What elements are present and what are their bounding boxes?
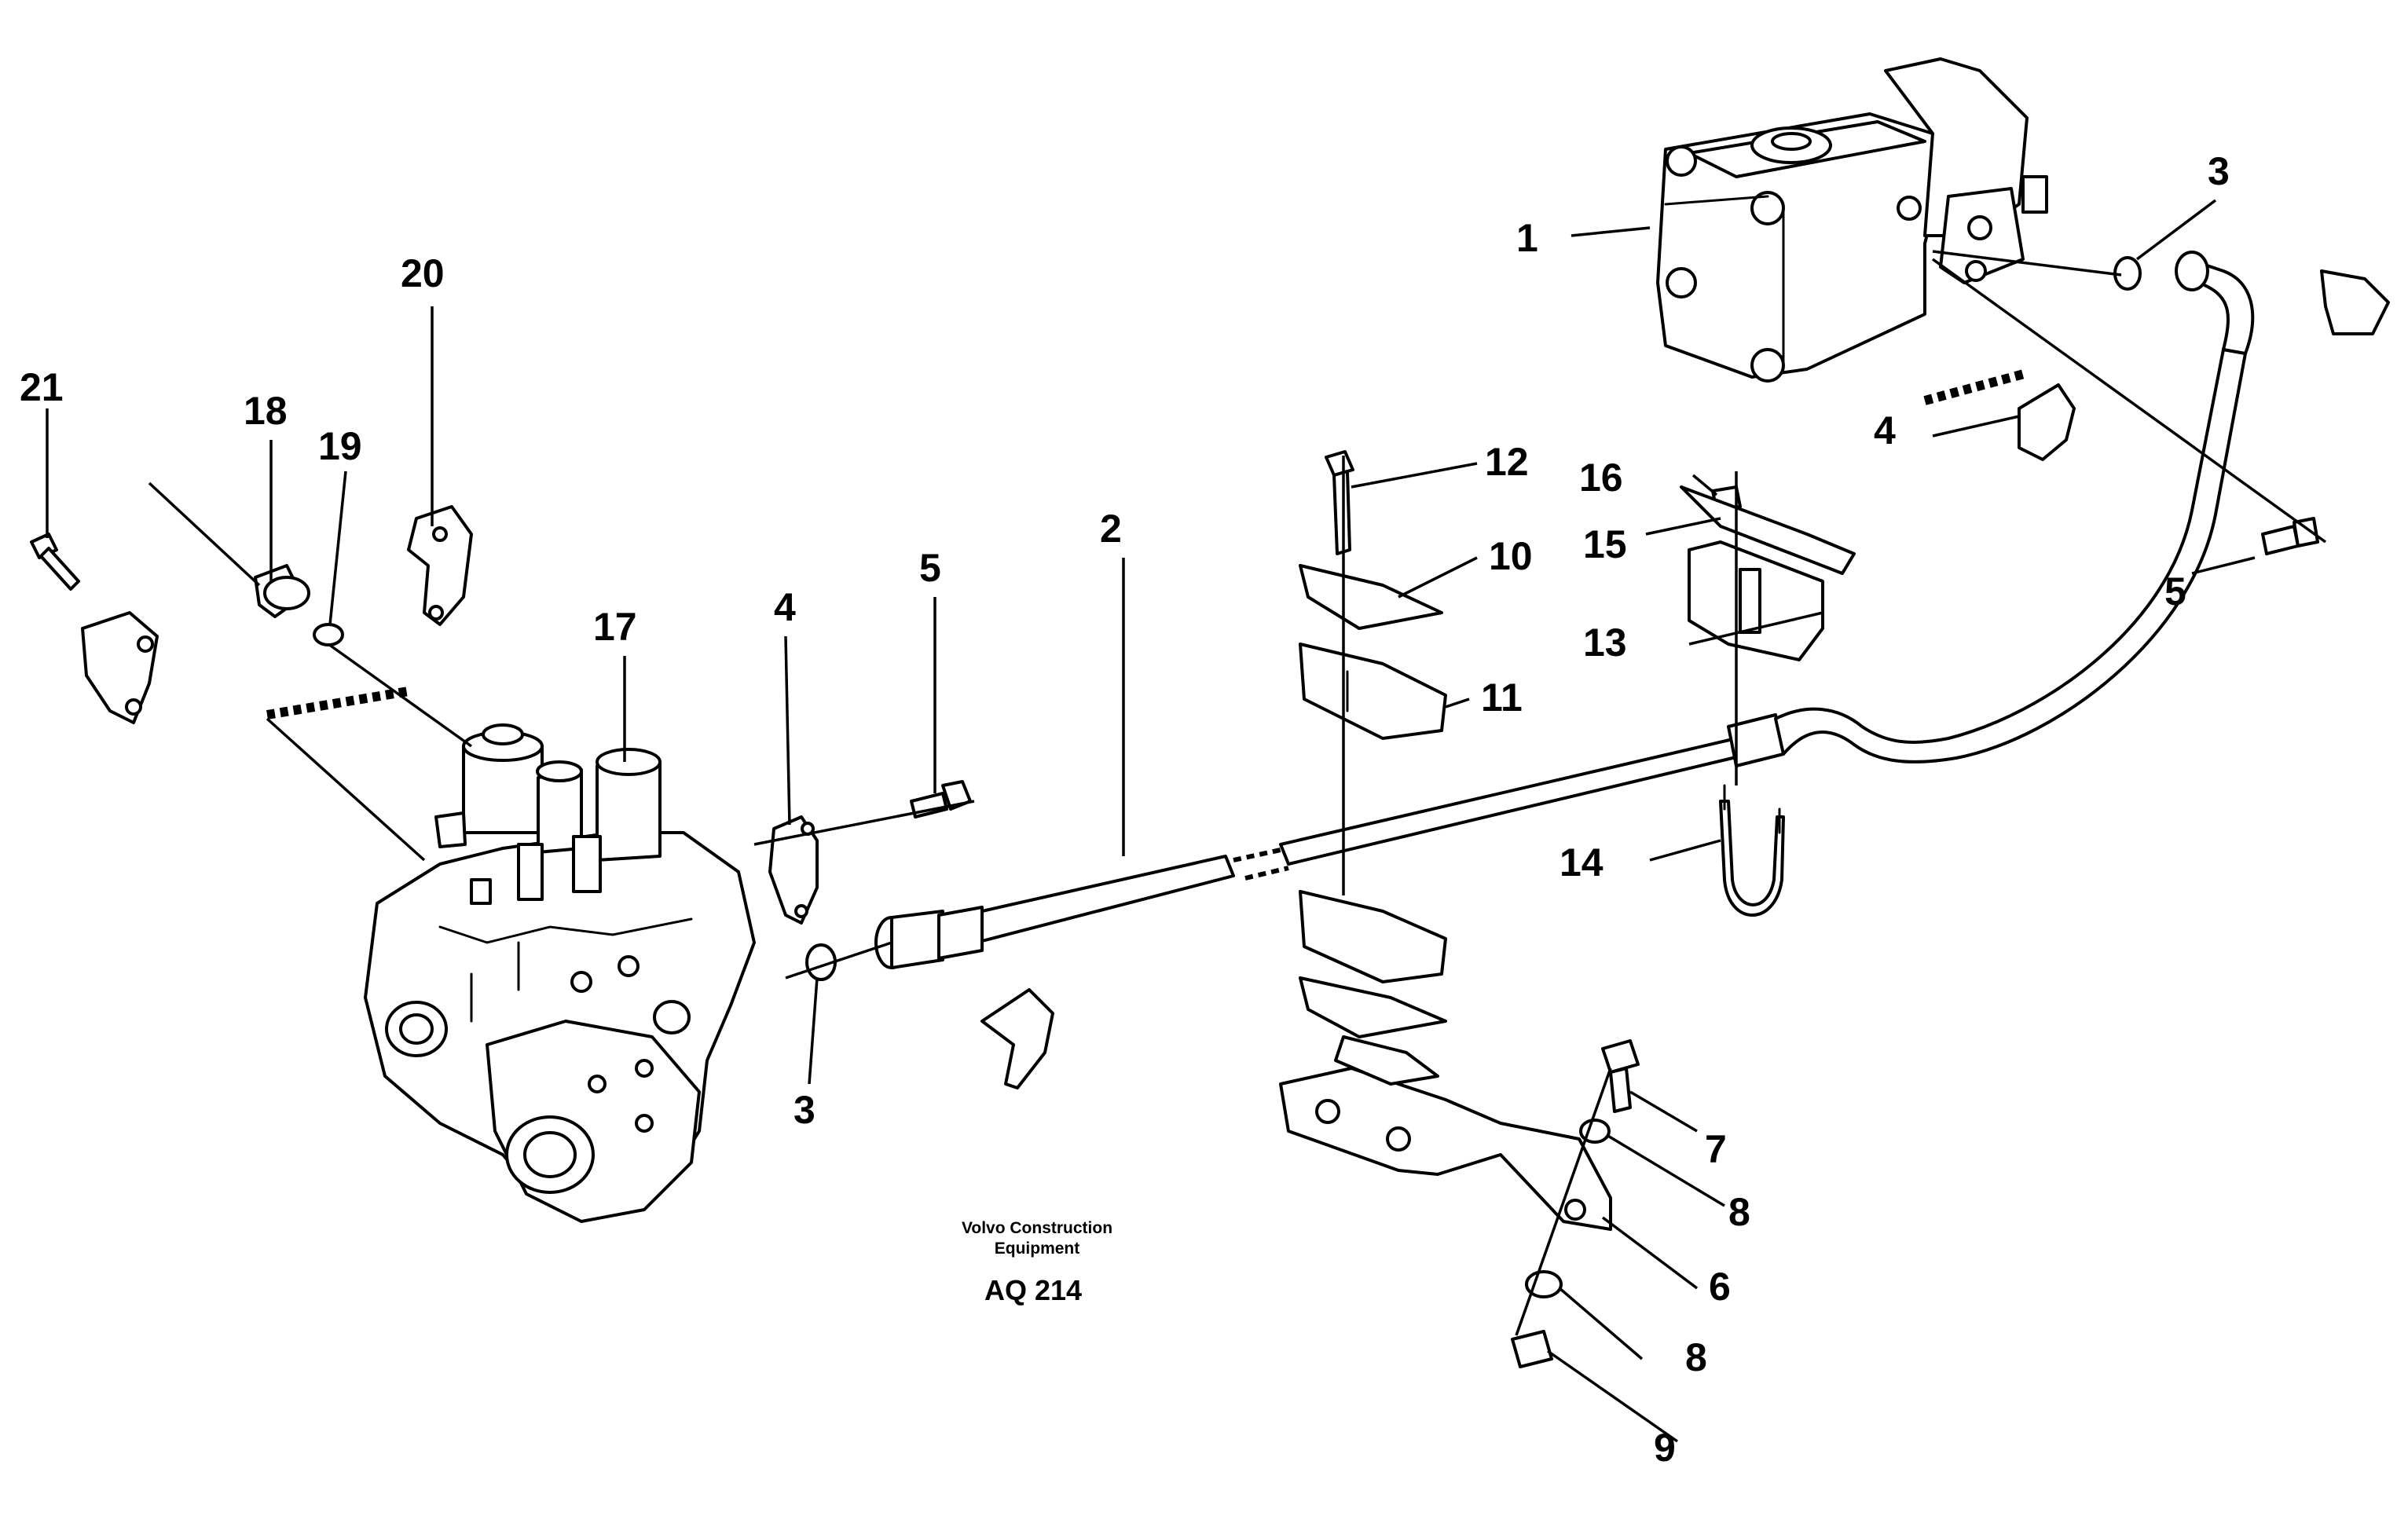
callout-13: 13 [1583,621,1627,665]
callout-3-right: 3 [2208,149,2230,193]
hydraulic-pump [1656,57,2048,383]
callout-15: 15 [1583,522,1627,566]
mounting-bracket-stack [1279,450,1856,1231]
callout-19: 19 [318,424,362,468]
callout-8-lower: 8 [1685,1335,1707,1379]
caption-brand-line1: Volvo Construction [962,1219,1112,1237]
callout-21: 21 [20,365,64,409]
callout-2: 2 [1100,507,1122,551]
caption: Volvo Construction Equipment AQ 214 [962,1219,1112,1306]
control-valve [364,723,756,1223]
callout-5-left: 5 [919,546,941,590]
callout-20: 20 [401,251,445,295]
caption-code: AQ 214 [984,1274,1082,1306]
caption-brand-line2: Equipment [995,1240,1080,1258]
pipe-assembly [874,251,2255,969]
callout-6: 6 [1709,1265,1731,1309]
assembly-lines [148,250,2327,1336]
callout-1: 1 [1516,216,1538,260]
loose-parts-right [2018,256,2390,555]
callout-9: 9 [1654,1426,1676,1470]
callout-8-upper: 8 [1728,1190,1750,1234]
callout-3-left: 3 [794,1088,815,1132]
callout-16: 16 [1579,456,1623,500]
callout-labels: 1 2 3 3 4 4 5 5 6 7 8 8 9 10 11 12 13 14… [20,149,2230,1470]
callout-5-right: 5 [2164,569,2186,613]
callout-leaders [46,199,2256,1443]
callout-10: 10 [1489,534,1533,578]
callout-7: 7 [1705,1127,1727,1171]
callout-17: 17 [593,605,637,649]
callout-18: 18 [244,389,288,433]
callout-4-left: 4 [774,585,796,629]
callout-4-right: 4 [1874,408,1896,452]
callout-14: 14 [1560,840,1604,884]
callout-12: 12 [1485,440,1529,484]
loose-parts-upper-left [30,505,473,724]
callout-11: 11 [1481,676,1523,720]
